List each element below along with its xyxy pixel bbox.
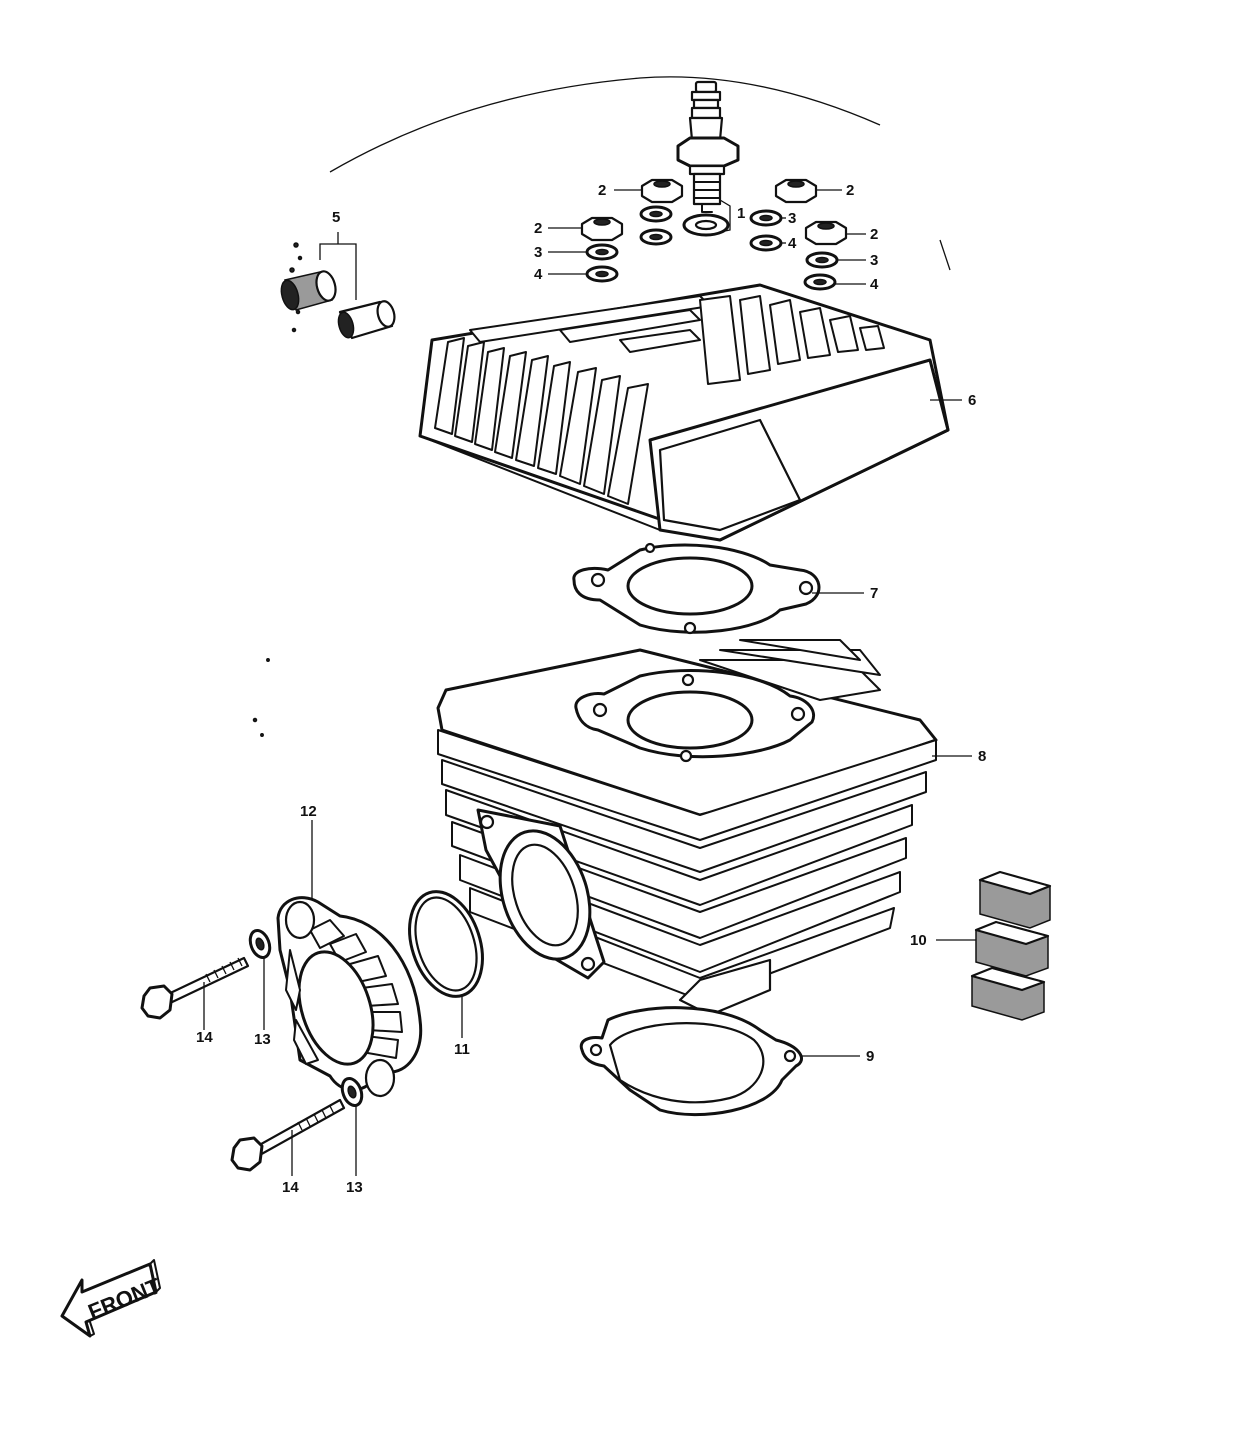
label-part-13: 13	[346, 1179, 363, 1196]
label-part-13: 13	[254, 1031, 271, 1048]
label-part-14: 14	[196, 1029, 213, 1046]
reed-block	[970, 870, 1052, 1021]
manifold-washer-lower	[340, 1076, 364, 1108]
label-part-2: 2	[846, 182, 854, 199]
label-part-11: 11	[454, 1041, 470, 1058]
cylinder-block	[436, 639, 938, 1017]
label-part-3: 3	[534, 244, 542, 261]
cylinder-head-nut-upper-left	[640, 178, 684, 204]
label-part-1: 1	[737, 205, 745, 222]
head-gasket	[572, 542, 821, 635]
washer-a	[639, 205, 673, 223]
cylinder-head-nut-right	[804, 220, 848, 246]
label-part-4: 4	[534, 266, 543, 283]
leader-lines	[203, 189, 976, 1176]
manifold-bolt-upper	[140, 956, 250, 1020]
label-part-8: 8	[978, 748, 986, 765]
fuel-tank-outline	[329, 76, 951, 271]
label-part-14: 14	[282, 1179, 299, 1196]
label-part-9: 9	[866, 1048, 874, 1065]
front-direction-arrow: FRONT	[60, 1259, 165, 1338]
label-part-7: 7	[870, 585, 878, 602]
washer-g	[805, 251, 839, 269]
label-part-2: 2	[534, 220, 542, 237]
intake-manifold	[276, 896, 423, 1098]
speckle-marks	[252, 242, 303, 737]
label-part-5: 5	[332, 209, 340, 226]
cylinder-head-nut-left	[580, 216, 624, 242]
cylinder-head-nut-upper-right	[774, 178, 818, 204]
washer-f	[585, 265, 619, 283]
label-part-2: 2	[870, 226, 878, 243]
label-part-3: 3	[788, 210, 796, 227]
label-part-12: 12	[300, 803, 317, 820]
callout-labels: 1 2 2 2 2 3 3 3 4 4 4 5 6 7 8 9 10 11 12…	[196, 182, 986, 1196]
label-part-6: 6	[968, 392, 976, 409]
spark-plug	[676, 80, 740, 213]
label-part-2: 2	[598, 182, 606, 199]
label-part-3: 3	[870, 252, 878, 269]
base-gasket	[579, 1006, 803, 1117]
collar-dark	[280, 270, 337, 311]
cylinder-head	[418, 283, 950, 542]
manifold-bolt-lower	[230, 1098, 346, 1172]
collar	[337, 300, 396, 340]
washer-d	[749, 234, 783, 252]
o-ring	[408, 890, 484, 998]
label-part-4: 4	[870, 276, 879, 293]
spark-plug-gasket	[682, 213, 730, 237]
washer-h	[803, 273, 837, 291]
washer-c	[749, 209, 783, 227]
label-part-4: 4	[788, 235, 797, 252]
washer-e	[585, 243, 619, 261]
manifold-washer-upper	[248, 928, 272, 960]
washer-b	[639, 228, 673, 246]
label-part-10: 10	[910, 932, 927, 949]
